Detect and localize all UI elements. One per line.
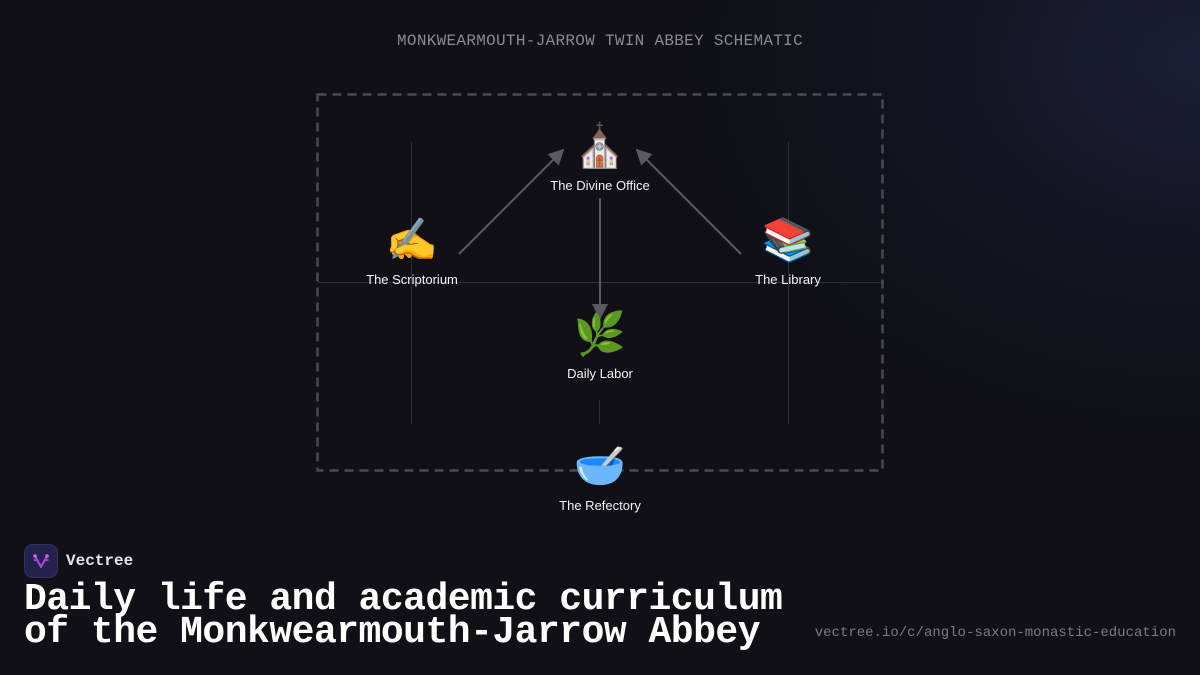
node-library[interactable]: 📚 The Library — [755, 215, 821, 288]
abbey-boundary — [316, 93, 884, 472]
node-divine-office[interactable]: ⛪ The Divine Office — [550, 121, 650, 194]
edge-scriptorium-to-divine-office — [458, 148, 565, 255]
headline-line-1: Daily life and academic curriculum — [24, 578, 783, 621]
source-url[interactable]: vectree.io/c/anglo-saxon-monastic-educat… — [814, 625, 1176, 641]
vectree-logo-icon — [24, 544, 58, 578]
node-daily-labor[interactable]: 🌿 Daily Labor — [567, 309, 633, 382]
diagram-title: MONKWEARMOUTH-JARROW TWIN ABBEY SCHEMATI… — [397, 32, 803, 50]
herb-icon: 🌿 — [573, 309, 627, 358]
node-label: The Library — [755, 272, 821, 287]
brand[interactable]: Vectree — [24, 544, 133, 578]
edge-library-to-divine-office — [635, 148, 742, 255]
node-refectory[interactable]: 🥣 The Refectory — [559, 441, 641, 514]
node-scriptorium[interactable]: ✍️ The Scriptorium — [366, 215, 458, 288]
church-icon: ⛪ — [573, 121, 627, 170]
node-label: The Refectory — [559, 498, 641, 513]
node-label: The Divine Office — [550, 178, 650, 193]
node-label: Daily Labor — [567, 366, 633, 381]
headline-line-2: of the Monkwearmouth-Jarrow Abbey — [24, 611, 761, 654]
writing-hand-icon: ✍️ — [385, 215, 439, 264]
node-label: The Scriptorium — [366, 272, 458, 287]
brand-name: Vectree — [66, 552, 134, 570]
headline: Daily life and academic curriculum of th… — [24, 578, 783, 654]
bowl-with-spoon-icon: 🥣 — [573, 441, 627, 490]
edges — [458, 148, 742, 320]
books-icon: 📚 — [761, 215, 815, 264]
